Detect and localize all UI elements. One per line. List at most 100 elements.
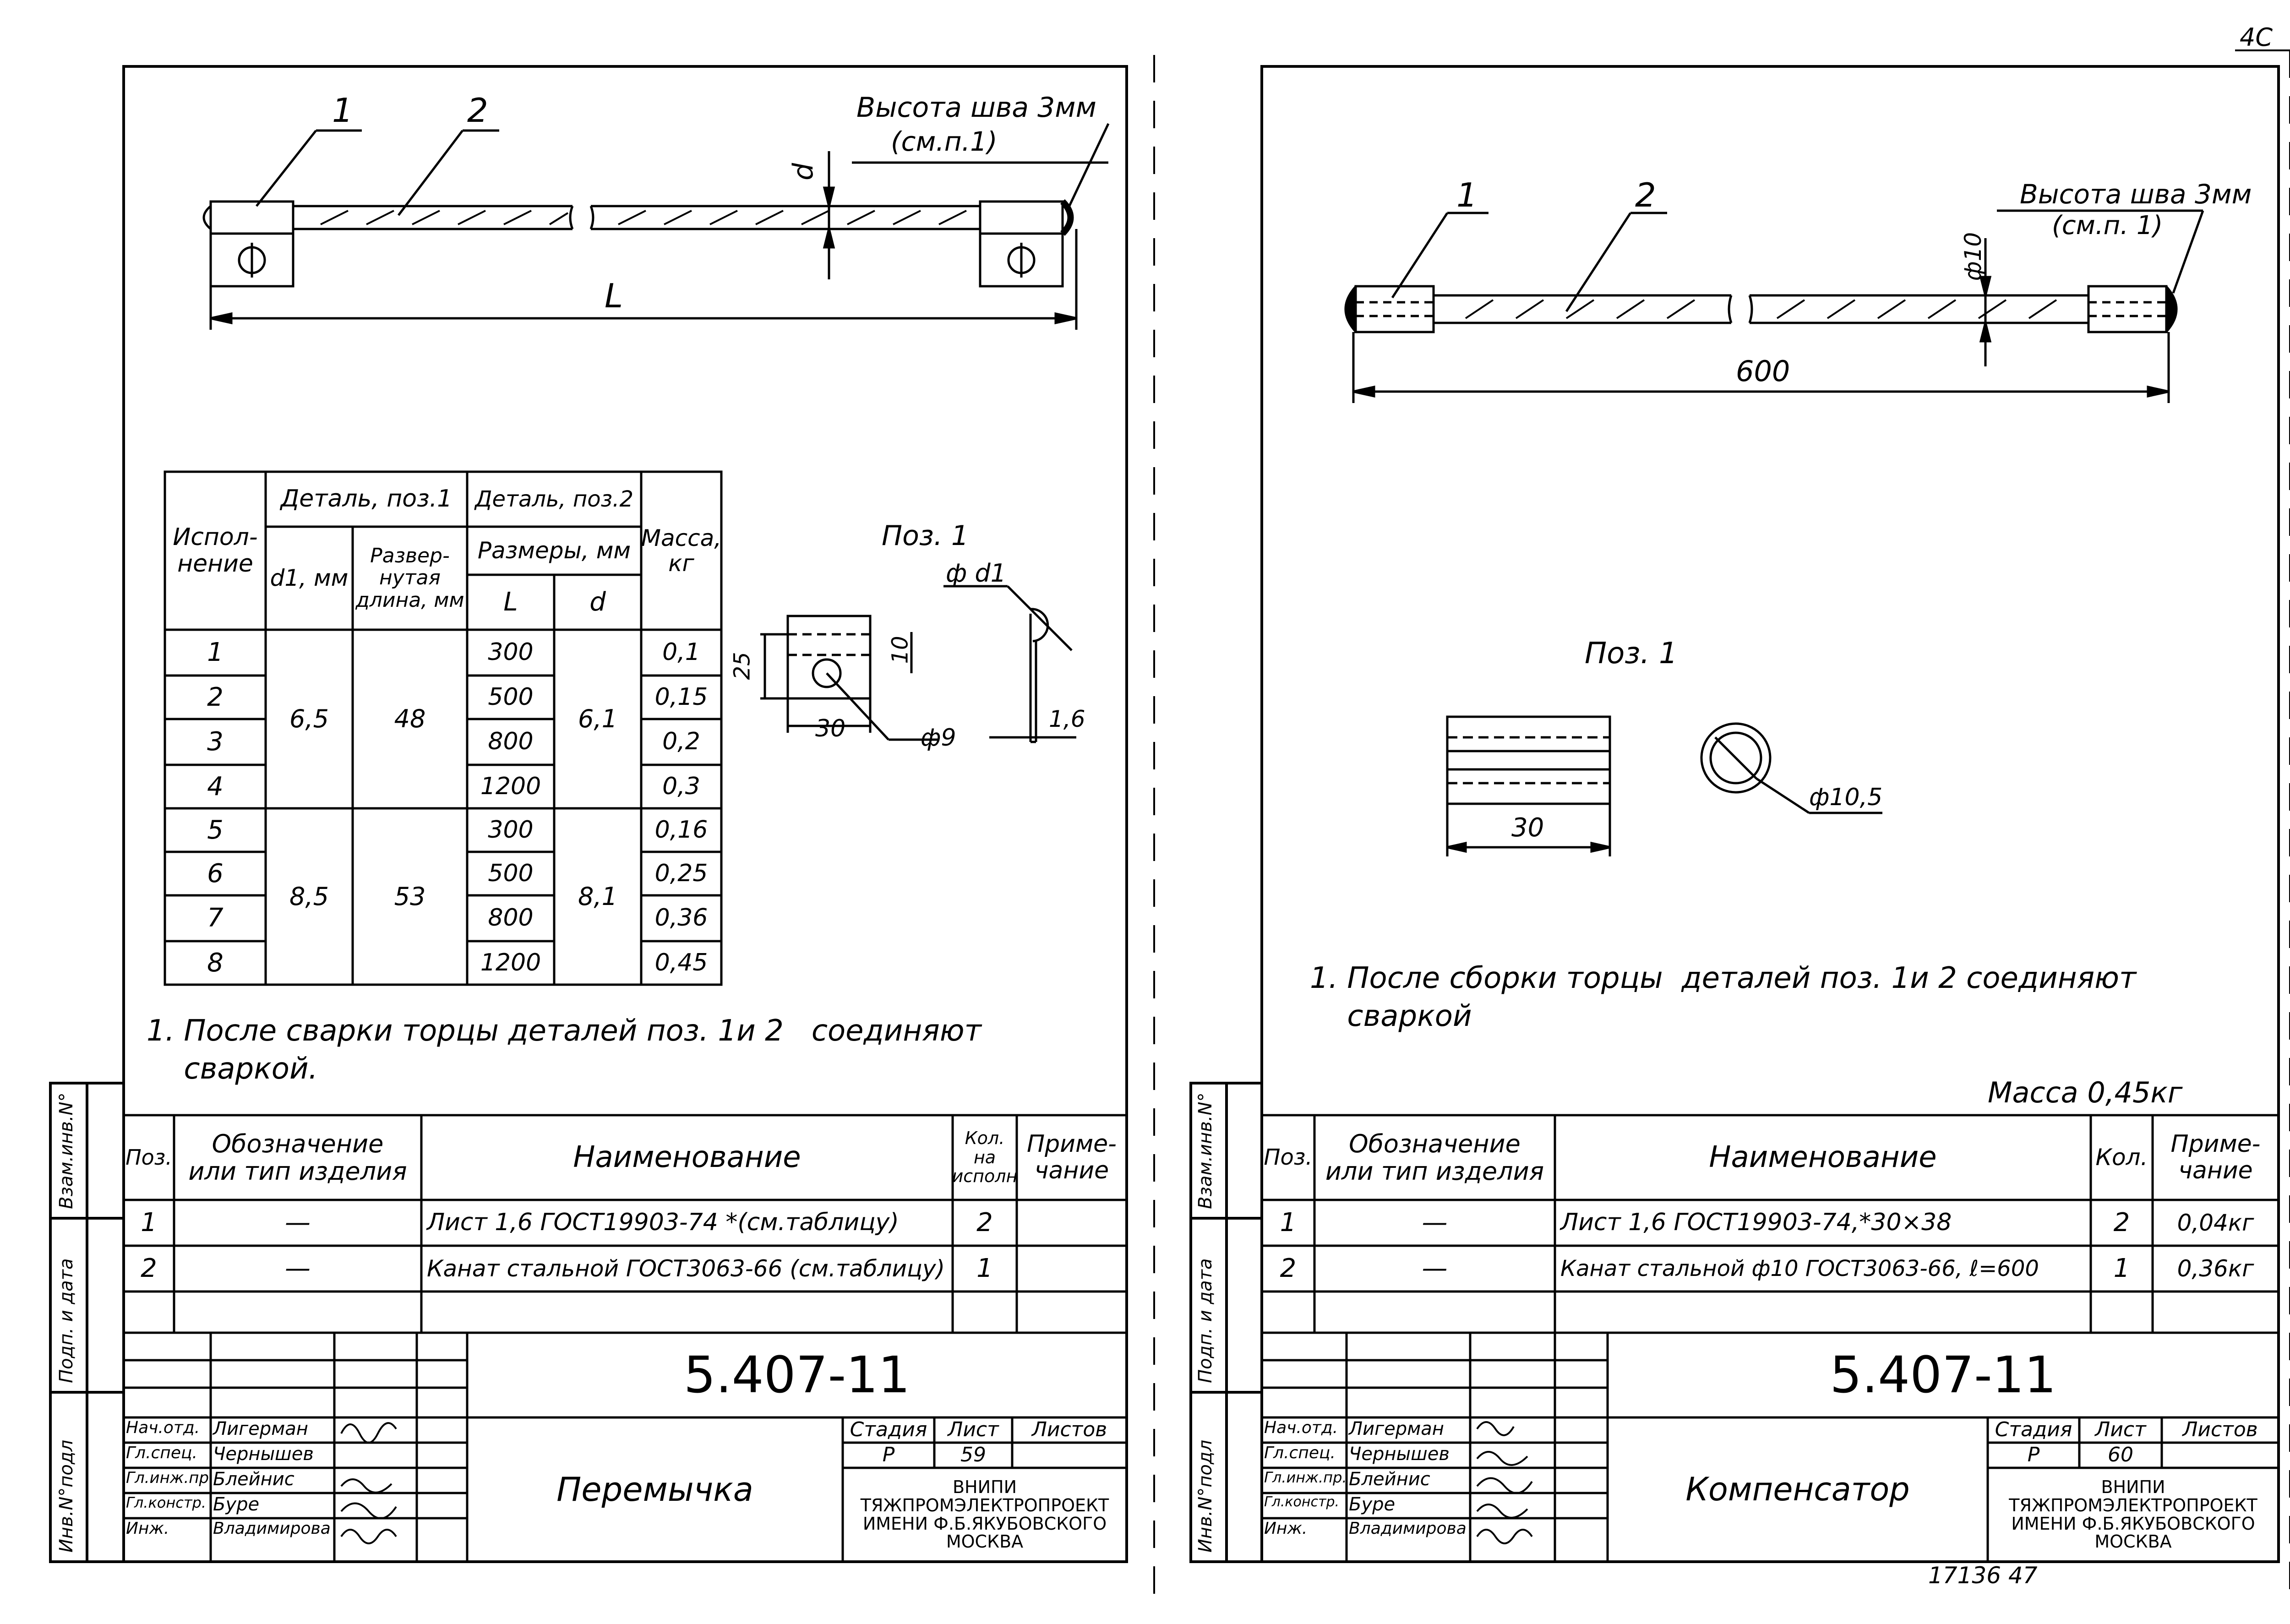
table-row-n: 4 (207, 771, 224, 801)
left-title-grid (124, 1331, 1127, 1562)
right-drawing-title: Компенсатор (1685, 1471, 1910, 1508)
right-spec-row-designation: — (1422, 1253, 1448, 1284)
table-row-mass: 0,15 (654, 683, 708, 711)
left-person: Лигерман (213, 1418, 308, 1439)
left-sheets-label: Листов (1031, 1418, 1107, 1442)
table-row-n: 8 (207, 948, 224, 978)
left-person: Блейнис (213, 1469, 294, 1490)
left-spec-h-note: Приме- чание (1027, 1130, 1117, 1184)
left-pos1-dim-10: 10 (887, 636, 913, 664)
right-spec-h-designation: Обозначение или тип изделия (1325, 1129, 1544, 1186)
table-row-mass: 0,36 (654, 904, 708, 932)
table-row-L: 500 (488, 859, 534, 887)
table-header-part2: Деталь, поз.2 (475, 486, 633, 512)
left-pos1-detail (760, 585, 1076, 743)
left-person: Буре (213, 1494, 260, 1515)
right-mass: Масса 0,45кг (1988, 1076, 2183, 1109)
right-role: Инж. (1264, 1519, 1308, 1538)
left-spec-row-pos: 2 (141, 1253, 157, 1284)
footer-number: 17136 47 (1928, 1562, 2038, 1589)
table-header-part1: Деталь, поз.1 (280, 485, 453, 513)
table-group1-d: 6,1 (578, 704, 617, 734)
table-row-mass: 0,45 (654, 948, 708, 976)
right-spec-row-note: 0,36кг (2177, 1255, 2254, 1282)
right-person: Чернышев (1349, 1444, 1450, 1465)
right-spec-row-pos: 2 (1280, 1253, 1297, 1284)
left-note: 1. После сварки торцы деталей поз. 1и 2 … (147, 1014, 981, 1086)
right-role: Гл.констр. (1264, 1494, 1340, 1510)
left-weld-note: Высота шва 3мм (856, 92, 1096, 124)
table-row-L: 300 (488, 816, 534, 844)
right-weld-note-ref: (см.п. 1) (2052, 211, 2163, 240)
right-spec-row-note: 0,04кг (2177, 1209, 2254, 1236)
left-side-label: Взам.инв.N° (56, 1092, 77, 1209)
right-spec-row-pos: 1 (1280, 1208, 1297, 1238)
right-pos1-detail (1446, 715, 1882, 856)
left-pos1-dim-16: 1,6 (1049, 706, 1085, 732)
table-row-mass: 0,1 (662, 638, 700, 666)
left-person: Чернышев (213, 1444, 314, 1465)
left-side-label: Подп. и дата (56, 1258, 77, 1383)
left-role: Инж. (126, 1519, 169, 1538)
left-spec-row-qty: 1 (976, 1253, 993, 1284)
right-spec-h-note: Приме- чание (2170, 1130, 2261, 1184)
table-row-L: 1200 (480, 948, 541, 976)
table-row-n: 6 (207, 858, 224, 888)
table-header-sizes: Размеры, мм (477, 537, 631, 564)
left-table-grid (164, 470, 723, 986)
left-org: ВНИПИ ТЯЖПРОМЭЛЕКТРОПРОЕКТ ИМЕНИ Ф.Б.ЯКУ… (860, 1477, 1109, 1552)
left-pos1-dim-d1: ф d1 (946, 559, 1006, 588)
right-dim-d10: ф10 (1960, 232, 1987, 281)
table-row-n: 2 (207, 682, 224, 712)
right-person: Блейнис (1349, 1469, 1430, 1490)
left-callout-2: 2 (467, 91, 488, 130)
left-sheets (1013, 1444, 1126, 1467)
left-dim-d: d (787, 163, 820, 181)
right-sheets-label: Листов (2182, 1418, 2258, 1442)
left-person: Владимирова (213, 1519, 331, 1538)
right-person: Лигерман (1349, 1418, 1444, 1439)
table-row-n: 3 (207, 727, 224, 757)
left-pos1-dim-25: 25 (729, 652, 755, 680)
table-header-length: Развер- нутая длина, мм (355, 544, 464, 612)
table-row-mass: 0,16 (654, 816, 708, 844)
right-stage: Р (2027, 1443, 2040, 1467)
right-role: Нач.отд. (1264, 1418, 1338, 1437)
table-header-L: L (503, 587, 518, 617)
left-spec-h-name: Наименование (573, 1140, 801, 1175)
left-dim-L: L (605, 277, 623, 315)
right-spec-h-pos: Поз. (1264, 1144, 1313, 1171)
left-stage: Р (882, 1443, 895, 1467)
table-row-L: 800 (488, 904, 534, 932)
right-note: 1. После сборки торцы деталей поз. 1и 2 … (1310, 961, 2137, 1034)
right-frame (1260, 65, 2280, 1563)
left-pos1-title: Поз. 1 (882, 520, 969, 552)
corner-mark: 4C (2240, 23, 2273, 52)
right-pos1-dim-105: ф10,5 (1809, 784, 1883, 811)
table-row-mass: 0,2 (662, 728, 700, 756)
table-group1-d1: 6,5 (289, 704, 329, 734)
right-sheets (2163, 1444, 2278, 1467)
table-row-L: 300 (488, 638, 534, 666)
table-header-d: d (589, 587, 606, 617)
table-row-mass: 0,25 (654, 859, 708, 887)
right-person: Владимирова (1349, 1519, 1467, 1538)
table-group2-d: 8,1 (578, 882, 617, 911)
left-callout-1: 1 (332, 91, 353, 130)
left-spec-row-designation: — (285, 1208, 311, 1238)
right-spec-row-name: Лист 1,6 ГОСТ19903-74,*30×38 (1560, 1209, 1952, 1237)
left-pos1-dim-30: 30 (815, 715, 846, 742)
table-group1-length: 48 (394, 704, 426, 734)
left-role: Гл.спец. (126, 1444, 197, 1462)
left-spec-row-qty: 2 (976, 1208, 993, 1238)
right-spec-row-qty: 1 (2113, 1253, 2130, 1284)
left-spec-row-pos: 1 (141, 1208, 157, 1238)
right-sheet: 60 (2108, 1443, 2133, 1467)
right-org: ВНИПИ ТЯЖПРОМЭЛЕКТРОПРОЕКТ ИМЕНИ Ф.Б.ЯКУ… (2009, 1477, 2257, 1552)
table-row-mass: 0,3 (662, 772, 700, 800)
right-spec-row-qty: 2 (2113, 1208, 2130, 1238)
right-pos1-title: Поз. 1 (1585, 637, 1678, 670)
left-role: Гл.инж.пр. (126, 1469, 214, 1487)
left-spec-row-name: Канат стальной ГОСТ3063-66 (см.таблицу) (427, 1255, 945, 1282)
right-role: Гл.спец. (1264, 1444, 1336, 1462)
